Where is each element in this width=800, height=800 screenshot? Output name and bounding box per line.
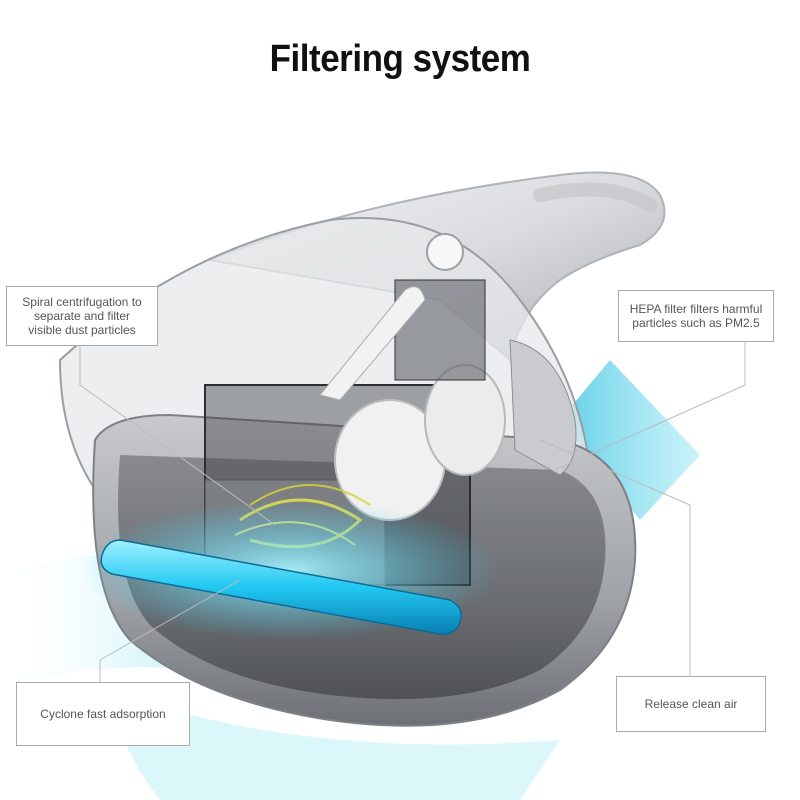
callout-line: visible dust particles (28, 323, 136, 337)
page-title: Filtering system (269, 38, 531, 80)
callout-line: HEPA filter filters harmful (629, 302, 763, 316)
top-lever (319, 286, 426, 401)
callout-release-clean-air: Release clean air (616, 676, 766, 732)
callout-leader-lines (79, 342, 746, 682)
air-flow-right (560, 360, 700, 520)
air-flow-bottom (110, 690, 560, 800)
hepa-filter (509, 339, 577, 476)
power-button (426, 233, 464, 271)
callout-line: Spiral centrifugation to (22, 295, 142, 309)
uv-lamp-tube (100, 539, 462, 635)
cyclone-filter-right (424, 364, 506, 476)
callout-cyclone-adsorption: Cyclone fast adsorption (16, 682, 190, 746)
callout-spiral-centrifugation: Spiral centrifugation to separate and fi… (6, 286, 158, 346)
handle-grip (533, 182, 657, 212)
callout-line: particles such as PM2.5 (632, 316, 760, 330)
callout-line: separate and filter (33, 309, 131, 323)
callout-hepa-filter: HEPA filter filters harmful particles su… (618, 290, 774, 342)
callout-text: Release clean air (644, 697, 738, 711)
callout-text: Cyclone fast adsorption (40, 707, 166, 721)
